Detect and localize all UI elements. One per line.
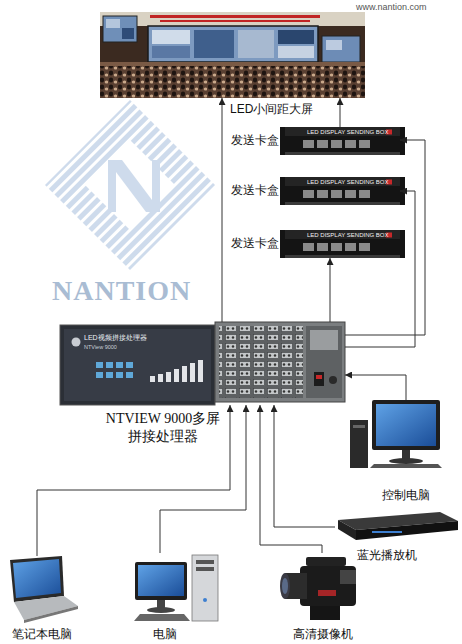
signal-connector <box>345 375 406 400</box>
watermark-text: NANTION <box>52 274 191 308</box>
bluray-box: 蓝光播放机 <box>335 512 458 541</box>
device-label: 控制电脑 <box>370 488 442 503</box>
control-computer <box>350 400 442 468</box>
website-url: www.nantion.com <box>356 2 427 13</box>
laptop-computer <box>10 556 78 623</box>
signal-connector <box>345 191 415 347</box>
sending-box-art <box>280 177 405 205</box>
signal-connector <box>274 405 335 527</box>
sending-box-art <box>280 127 405 155</box>
desktop-box: 电脑 <box>135 553 220 623</box>
led-screen-photo <box>100 12 365 98</box>
processor-back <box>215 322 345 402</box>
signal-connector <box>37 405 230 556</box>
panel-text: LED视频拼接处理器 <box>84 334 174 343</box>
device-label: 高清摄像机 <box>283 627 363 642</box>
panel-model: NTView 9000 <box>84 344 174 351</box>
splicing-processor: LED视频拼接处理器NTView 9000NTVIEW 9000多屏 拼接处理器 <box>60 322 345 405</box>
sending-box: 发送卡盒LED DISPLAY SENDING BOX <box>285 127 400 155</box>
signal-connector <box>160 405 246 553</box>
screen-label: LED小间距大屏 <box>230 102 330 117</box>
led-screen: LED小间距大屏 <box>100 12 365 98</box>
processor-label: NTVIEW 9000多屏 拼接处理器 <box>101 410 225 445</box>
laptop-box: 笔记本电脑 <box>2 556 79 623</box>
camera-box: 高清摄像机 <box>283 553 363 623</box>
device-label: 笔记本电脑 <box>4 627 79 642</box>
signal-connector <box>222 98 223 322</box>
signal-connector <box>340 98 341 127</box>
box-panel-text: LED DISPLAY SENDING BOX <box>307 129 397 137</box>
processor-front <box>60 325 215 405</box>
box-panel-text: LED DISPLAY SENDING BOX <box>307 179 397 187</box>
box-label: 发送卡盒 <box>227 183 279 198</box>
hd-camera <box>280 557 356 620</box>
box-label: 发送卡盒 <box>227 236 279 251</box>
signal-connector <box>260 405 322 553</box>
signal-connector <box>330 258 331 322</box>
desktop-computer <box>134 555 218 621</box>
sending-box: 发送卡盒LED DISPLAY SENDING BOX <box>285 177 400 205</box>
signal-connector <box>345 140 425 335</box>
bluray-player <box>338 512 458 540</box>
box-panel-text: LED DISPLAY SENDING BOX <box>307 232 397 240</box>
box-label: 发送卡盒 <box>227 133 279 148</box>
watermark-logo <box>45 100 215 270</box>
sending-box: 发送卡盒LED DISPLAY SENDING BOX <box>285 230 400 258</box>
device-label: 蓝光播放机 <box>337 548 437 563</box>
device-label: 电脑 <box>135 627 195 642</box>
control-computer-box: 控制电脑 <box>350 400 442 468</box>
sending-box-art <box>280 230 405 258</box>
